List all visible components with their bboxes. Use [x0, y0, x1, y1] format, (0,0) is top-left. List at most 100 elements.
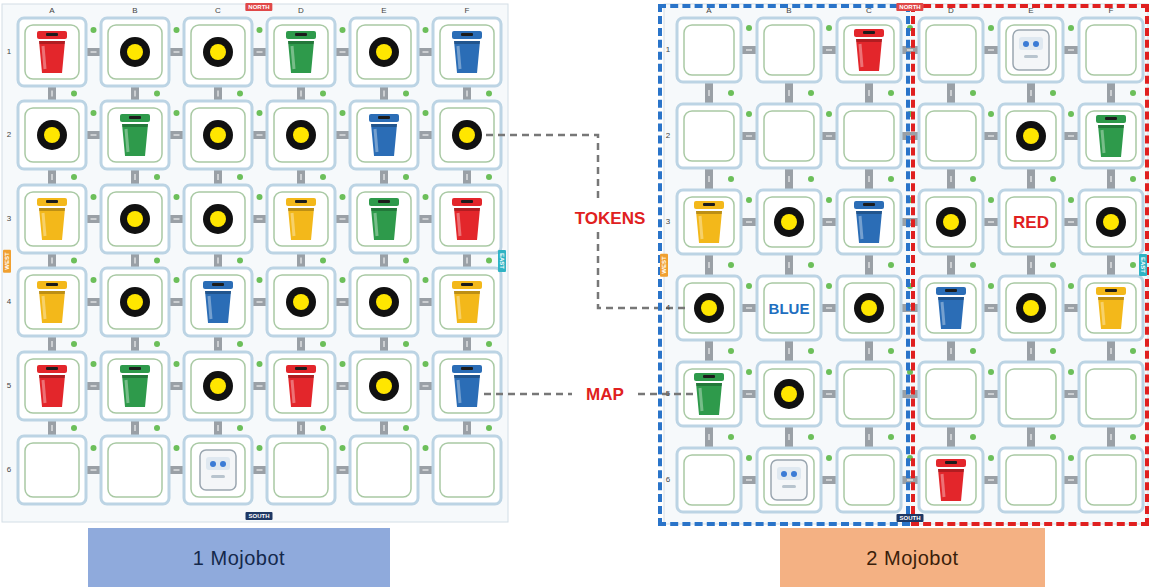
token	[203, 120, 233, 150]
bin-handle	[378, 200, 390, 203]
board-cell	[1079, 448, 1143, 512]
tree	[237, 91, 243, 97]
tree	[728, 176, 734, 182]
tree	[403, 425, 409, 431]
bin-shine	[292, 46, 294, 69]
road-mark	[746, 222, 752, 223]
bin-lid	[694, 201, 724, 209]
bin-rim	[454, 375, 480, 378]
tree	[888, 348, 894, 354]
tree	[340, 110, 346, 116]
tree	[1130, 262, 1136, 268]
road	[1027, 338, 1035, 364]
board-cell	[184, 268, 252, 336]
board-cell	[677, 104, 741, 168]
road-mark	[1111, 90, 1112, 96]
road-mark	[91, 219, 97, 220]
token	[203, 371, 233, 401]
bin-rim	[371, 124, 397, 127]
road-mark	[789, 434, 790, 440]
bin-rim	[696, 383, 722, 386]
robot-eye	[1023, 41, 1029, 47]
cell-inner	[764, 111, 814, 161]
road-mark	[746, 394, 752, 395]
token-center	[459, 127, 475, 143]
cell-inner	[108, 359, 162, 413]
token-center	[1023, 128, 1039, 144]
token-ring	[203, 204, 233, 234]
tree	[826, 369, 832, 375]
bin-rim	[938, 297, 964, 300]
tree	[1068, 111, 1074, 117]
cell-inner	[764, 369, 814, 419]
token-ring	[452, 120, 482, 150]
token	[1016, 121, 1046, 151]
board-cell	[677, 190, 741, 254]
road-mark	[218, 258, 219, 264]
grid-coordinate: 5	[7, 382, 11, 390]
bin-shine	[458, 296, 460, 319]
tree	[746, 283, 752, 289]
road-mark	[135, 341, 136, 347]
tree	[174, 194, 180, 200]
token-center	[44, 127, 60, 143]
bin-shine	[700, 388, 702, 411]
tree	[728, 348, 734, 354]
bin-handle	[46, 200, 58, 203]
board-cell	[18, 185, 86, 253]
road-mark	[423, 302, 429, 303]
bin-body	[856, 39, 882, 71]
token-center	[1023, 300, 1039, 316]
leader-line	[484, 393, 572, 396]
bin-body	[39, 375, 65, 407]
board-cell	[1079, 190, 1143, 254]
cell-inner	[274, 275, 328, 329]
road-mark	[174, 219, 180, 220]
road-mark	[91, 135, 97, 136]
road	[865, 80, 873, 106]
road-mark	[1111, 262, 1112, 268]
mode-banner: 1 Mojobot	[88, 528, 390, 587]
road-mark	[1068, 136, 1074, 137]
bin-rim	[39, 41, 65, 44]
token	[286, 287, 316, 317]
bin-handle	[129, 116, 141, 119]
bin-lid	[452, 281, 482, 289]
token	[203, 37, 233, 67]
road-mark	[1111, 434, 1112, 440]
road-mark	[135, 425, 136, 431]
token-center	[127, 294, 143, 310]
tree	[826, 197, 832, 203]
bin-shine	[292, 380, 294, 403]
trash-bin	[120, 365, 150, 407]
tree	[826, 111, 832, 117]
grid-coordinate: 6	[7, 466, 11, 474]
trash-bin	[37, 281, 67, 323]
road-mark	[384, 258, 385, 264]
cell-inner	[764, 25, 814, 75]
bin-rim	[938, 469, 964, 472]
board-cell	[837, 448, 901, 512]
tree	[154, 258, 160, 264]
cell-inner	[357, 359, 411, 413]
board-cell	[267, 101, 335, 169]
road-mark	[746, 308, 752, 309]
road-mark	[826, 480, 832, 481]
board-cell	[350, 268, 418, 336]
road-mark	[1031, 434, 1032, 440]
road-mark	[301, 425, 302, 431]
road-mark	[423, 52, 429, 53]
cell-inner	[1086, 197, 1136, 247]
tree	[320, 425, 326, 431]
tree	[237, 258, 243, 264]
cell-inner	[357, 275, 411, 329]
road	[785, 338, 793, 364]
road-mark	[257, 219, 263, 220]
token-center	[210, 44, 226, 60]
tree	[237, 341, 243, 347]
token	[774, 207, 804, 237]
compass-tab: NORTH	[245, 3, 272, 11]
bin-rim	[122, 375, 148, 378]
bin-shine	[209, 296, 211, 319]
cell-inner	[357, 25, 411, 79]
